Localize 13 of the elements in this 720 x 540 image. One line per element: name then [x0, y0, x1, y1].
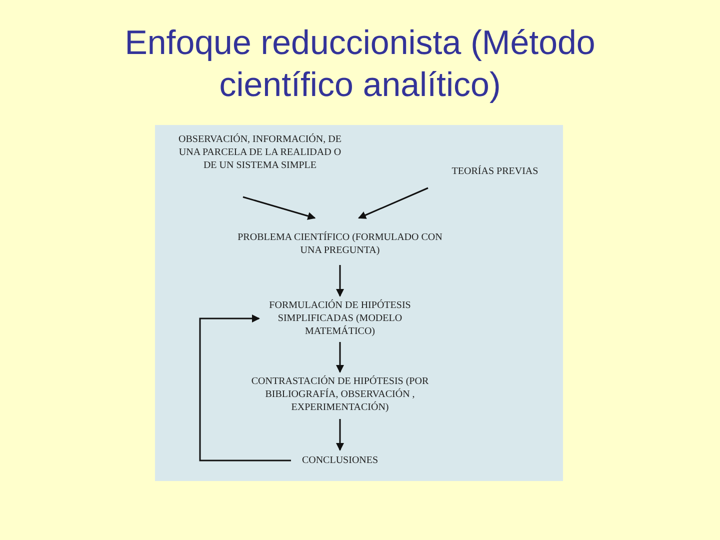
node-text: CONTRASTACIÓN DE HIPÓTESIS (POR BIBLIOGRAFÍA, OBSERVACIÓN , EXPERIMENTACIÓN) [250, 375, 430, 414]
node-text: CONCLUSIONES [300, 454, 380, 467]
node-text: TEORÍAS PREVIAS [450, 165, 540, 178]
arrow [336, 265, 344, 297]
arrow [242, 196, 316, 220]
node-text: OBSERVACIÓN, INFORMACIÓN, DE UNA PARCELA DE LA REALIDAD O DE UN SISTEMA SIMPLE [178, 133, 342, 172]
arrow [358, 187, 428, 219]
arrow [336, 419, 344, 451]
arrow [199, 314, 291, 462]
node-text: PROBLEMA CIENTÍFICO (FORMULADO CON UNA PREGUNTA) [236, 231, 444, 257]
arrow [336, 342, 344, 373]
title: Enfoque reduccionista (Método científico analítico) [124, 23, 596, 106]
node-text: FORMULACIÓN DE HIPÓTESIS SIMPLIFICADAS (MODELO MATEMÁTICO) [268, 299, 412, 338]
